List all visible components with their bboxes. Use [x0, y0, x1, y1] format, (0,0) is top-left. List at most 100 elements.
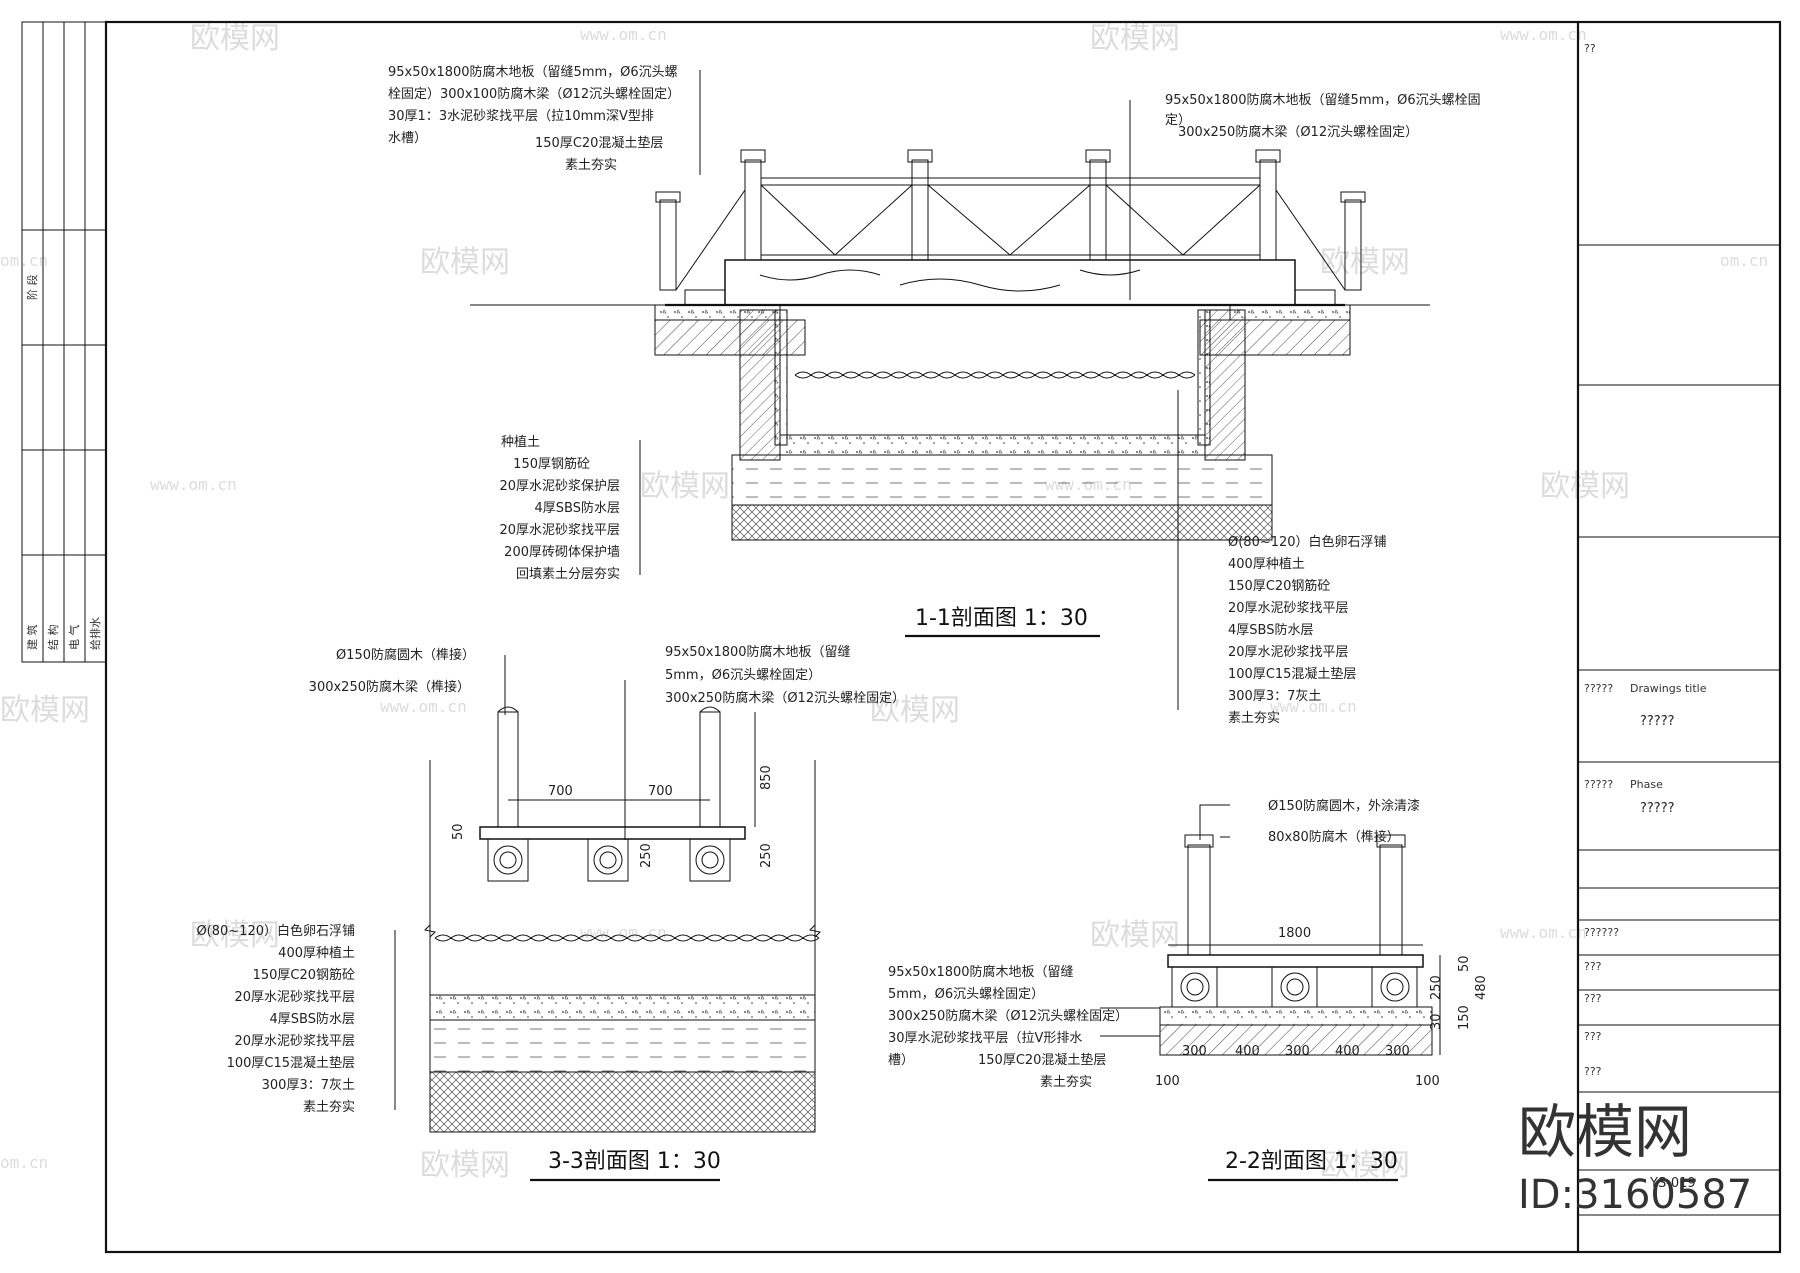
notes-1-1-right: Ø(80~120）白色卵石浮铺 400厚种植土 150厚C20钢筋砼 20厚水泥…: [1228, 534, 1387, 726]
note-line: 95x50x1800防腐木地板（留缝5mm，Ø6沉头螺栓固: [1165, 92, 1481, 108]
watermark-text: 欧模网: [420, 245, 510, 280]
dimension: 300: [1182, 1044, 1207, 1059]
dimension: 300: [1385, 1044, 1410, 1059]
dimension: 100: [1415, 1074, 1440, 1089]
watermark-text: 欧模网: [1540, 469, 1630, 504]
section-title-2-2: 2-2剖面图 1：30: [1225, 1149, 1398, 1174]
watermark-url: om.cn: [1720, 251, 1768, 270]
watermark-url: www.om.cn: [1500, 923, 1587, 942]
dimension: 50: [1457, 955, 1472, 972]
note-line: 5mm，Ø6沉头螺栓固定）: [888, 987, 1044, 1002]
watermark-text: 欧模网: [190, 21, 280, 56]
dimension: 700: [648, 784, 673, 799]
tb-phase-en: Phase: [1630, 778, 1663, 791]
note-line: 300x250防腐木梁（Ø12沉头螺栓固定）: [1178, 124, 1418, 140]
note-line: 素土夯实: [1228, 711, 1280, 726]
tb-phase-value: ?????: [1640, 801, 1675, 816]
note-line: 80x80防腐木（榫接）: [1268, 829, 1400, 845]
note-line: 20厚水泥砂浆保护层: [499, 479, 620, 494]
tb-drawing-no: YS-019: [1649, 1176, 1696, 1191]
watermark-layer: 欧模网 www.om.cn 欧模网 www.om.cn om.cn 欧模网 欧模…: [0, 21, 1768, 1183]
note-line: 300厚3：7灰土: [262, 1078, 355, 1093]
note-line: 20厚水泥砂浆找平层: [234, 990, 355, 1005]
tb-row: ???: [1584, 992, 1602, 1005]
title-block: ?? ????? Drawings title ????? ????? Phas…: [1578, 42, 1780, 1216]
dimension: 400: [1235, 1044, 1260, 1059]
section-3-3: 700 700 850 50 250 250 Ø150防腐圆木（榫接） 300x…: [196, 644, 905, 1182]
note-line: 300x250防腐木梁（Ø12沉头螺栓固定）: [665, 690, 905, 706]
note-line: 素土夯实: [1040, 1075, 1092, 1090]
note-line: 4厚SBS防水层: [535, 500, 620, 516]
note-line: 400厚种植土: [278, 946, 355, 961]
note-line: 4厚SBS防水层: [1228, 622, 1313, 638]
note-line: 300x250防腐木梁（Ø12沉头螺栓固定）: [888, 1008, 1128, 1024]
note-line: 20厚水泥砂浆找平层: [1228, 645, 1349, 660]
watermark-text: 欧模网: [0, 693, 90, 728]
note-line: 素土夯实: [303, 1100, 355, 1115]
tb-title-en: Drawings title: [1630, 682, 1707, 695]
tb-row: ???: [1584, 960, 1602, 973]
watermark-url: www.om.cn: [580, 923, 667, 942]
note-line: 20厚水泥砂浆找平层: [1228, 601, 1349, 616]
note-line: 5mm，Ø6沉头螺栓固定）: [665, 668, 821, 683]
section-title-1-1: 1-1剖面图 1：30: [915, 606, 1088, 631]
tb-row: ??????: [1584, 926, 1619, 939]
dimension: 700: [548, 784, 573, 799]
tb-title-label: ?????: [1584, 682, 1613, 695]
note-line: 30厚水泥砂浆找平层（拉V形排水: [888, 1031, 1082, 1046]
note-line: 400厚种植土: [1228, 557, 1305, 572]
dimension: 250: [639, 843, 654, 868]
section-1-1: 95x50x1800防腐木地板（留缝5mm，Ø6沉头螺 栓固定）300x100防…: [388, 64, 1481, 726]
watermark-url: om.cn: [0, 251, 48, 270]
note-line: 30厚1：3水泥砂浆找平层（拉10mm深V型排: [388, 109, 654, 124]
watermark-text: 欧模网: [640, 469, 730, 504]
section-2-2: 1800 50 250 30 150 480 100 300 400 300 4…: [888, 798, 1489, 1182]
note-line: 栓固定）300x100防腐木梁（Ø12沉头螺栓固定）: [388, 86, 680, 102]
pebble-layer-1: [794, 371, 1196, 379]
watermark-text: 欧模网: [870, 693, 960, 728]
notes-1-1-top-right: 95x50x1800防腐木地板（留缝5mm，Ø6沉头螺栓固 定） 300x250…: [1165, 92, 1481, 140]
watermark-text: 欧模网: [420, 1148, 510, 1183]
note-line: 水槽）: [388, 131, 427, 146]
notes-3-3-left: Ø(80~120）白色卵石浮铺 400厚种植土 150厚C20钢筋砼 20厚水泥…: [196, 923, 355, 1115]
tb-phase-label: ?????: [1584, 778, 1613, 791]
note-line: 定）: [1165, 113, 1191, 128]
watermark-text: 欧模网: [1320, 245, 1410, 280]
notes-2-2-left: 95x50x1800防腐木地板（留缝 5mm，Ø6沉头螺栓固定） 300x250…: [888, 964, 1128, 1090]
notes-1-1-top-left: 95x50x1800防腐木地板（留缝5mm，Ø6沉头螺 栓固定）300x100防…: [388, 64, 680, 173]
dimension: 850: [759, 765, 774, 790]
brand-watermark: 欧模网: [1518, 1098, 1692, 1166]
note-line: Ø(80~120）白色卵石浮铺: [1228, 534, 1387, 550]
tb-row: ???: [1584, 1065, 1602, 1078]
note-line: 95x50x1800防腐木地板（留缝: [888, 964, 1074, 980]
watermark-url: www.om.cn: [380, 697, 467, 716]
note-line: Ø150防腐圆木，外涂清漆: [1268, 798, 1420, 814]
note-line: 槽）: [888, 1053, 914, 1068]
watermark-text: 欧模网: [1090, 21, 1180, 56]
notes-2-2-top: Ø150防腐圆木，外涂清漆 80x80防腐木（榫接）: [1268, 798, 1420, 845]
tb-top: ??: [1584, 42, 1596, 55]
note-line: 4厚SBS防水层: [270, 1011, 355, 1027]
notes-1-1-left: 种植土 150厚钢筋砼 20厚水泥砂浆保护层 4厚SBS防水层 20厚水泥砂浆找…: [499, 435, 620, 582]
section-title-3-3: 3-3剖面图 1：30: [548, 1149, 721, 1174]
dimension: 250: [1429, 975, 1444, 1000]
watermark-url: www.om.cn: [1270, 697, 1357, 716]
dimension: 50: [451, 823, 466, 840]
strip-discipline: 结 构: [46, 625, 60, 651]
tb-title-value: ?????: [1640, 714, 1675, 729]
watermark-text: 欧模网: [190, 918, 280, 953]
note-line: Ø150防腐圆木（榫接）: [336, 647, 475, 663]
note-line: 150厚C20混凝土垫层: [978, 1052, 1106, 1068]
dimension: 150: [1457, 1005, 1472, 1030]
note-line: 150厚C20混凝土垫层: [535, 135, 663, 151]
note-line: 150厚钢筋砼: [513, 456, 590, 472]
strip-discipline: 电 气: [67, 625, 81, 651]
note-line: 95x50x1800防腐木地板（留缝5mm，Ø6沉头螺: [388, 64, 678, 80]
watermark-url: www.om.cn: [580, 25, 667, 44]
dimension: 100: [1155, 1074, 1180, 1089]
railing-1-1: [655, 149, 1366, 291]
note-line: 种植土: [501, 435, 540, 450]
dimension: 30: [1429, 1013, 1444, 1030]
note-line: 200厚砖砌体保护墙: [504, 545, 620, 560]
